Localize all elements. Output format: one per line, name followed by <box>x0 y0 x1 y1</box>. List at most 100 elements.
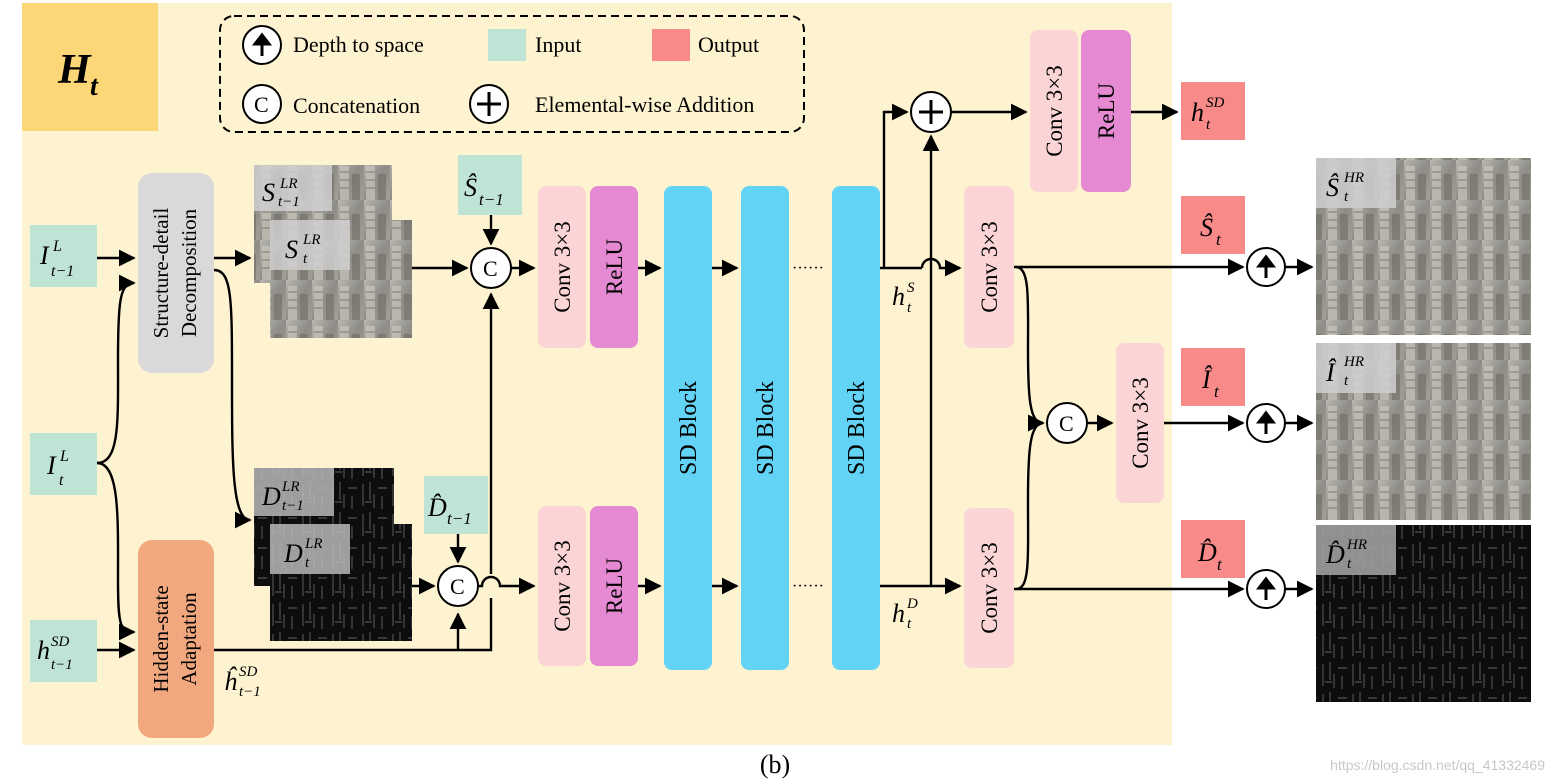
svg-text:HR: HR <box>1346 537 1367 553</box>
depth-to-space-i <box>1246 403 1286 443</box>
label-h-hat-prev: ĥ SD t−1 <box>224 664 261 700</box>
input-h-prev: h SD t−1 <box>30 620 97 682</box>
svg-text:h: h <box>892 282 905 311</box>
svg-text:LR: LR <box>279 176 298 192</box>
svg-text:Conv 3×3: Conv 3×3 <box>1128 377 1153 469</box>
input-i-t: I L t <box>30 433 97 495</box>
svg-text:C: C <box>483 256 498 281</box>
svg-text:ReLU: ReLU <box>602 239 627 296</box>
connections <box>96 103 1314 659</box>
sd-block-3: SD Block <box>832 186 880 670</box>
conv-d-out: Conv 3×3 <box>964 508 1014 668</box>
svg-text:SD Block: SD Block <box>753 381 779 475</box>
legend-frame <box>219 15 805 133</box>
hidden-state-adaptation: Hidden-state Adaptation <box>138 540 214 738</box>
dots-d: ······ <box>792 578 824 595</box>
svg-text:SD: SD <box>239 664 258 680</box>
output-h-sd: h SD t <box>1181 82 1245 140</box>
sd-block-1: SD Block <box>664 186 712 670</box>
svg-text:t: t <box>59 472 64 489</box>
legend-input-swatch <box>488 29 526 61</box>
svg-text:ĥ: ĥ <box>224 667 238 696</box>
svg-text:Conv 3×3: Conv 3×3 <box>550 540 575 632</box>
svg-text:S: S <box>262 178 275 207</box>
svg-text:L: L <box>52 238 62 255</box>
svg-text:Ŝ: Ŝ <box>464 173 477 202</box>
caption: (b) <box>760 750 790 779</box>
svg-text:HR: HR <box>1343 170 1364 186</box>
concat-node-i: C <box>1046 402 1088 444</box>
svg-text:t−1: t−1 <box>282 498 304 514</box>
svg-text:Conv 3×3: Conv 3×3 <box>550 221 575 313</box>
svg-text:C: C <box>450 574 465 599</box>
output-s-hat: Ŝ t <box>1181 196 1245 254</box>
svg-text:t−1: t−1 <box>51 263 74 280</box>
svg-text:L: L <box>59 448 69 465</box>
sdd-line2: Decomposition <box>177 208 201 337</box>
relu-d: ReLU <box>590 506 638 666</box>
svg-text:t−1: t−1 <box>447 509 472 528</box>
svg-text:ReLU: ReLU <box>1094 83 1119 140</box>
d-lr-images: D LR t−1 D LR t <box>254 468 412 641</box>
depth-to-space-s <box>1246 247 1286 287</box>
legend-concat-label: Concatenation <box>293 93 420 118</box>
title-h: H <box>57 47 92 93</box>
svg-text:LR: LR <box>304 536 323 552</box>
legend-concat-symbol: C <box>254 92 269 117</box>
s-lr-images: S LR t−1 S LR t <box>254 165 412 338</box>
conv-s: Conv 3×3 <box>538 186 586 348</box>
svg-text:D: D <box>906 596 918 612</box>
output-i-hat: Î t <box>1181 348 1245 406</box>
legend-output-label: Output <box>698 32 759 57</box>
legend: Depth to space Input Output C Concatenat… <box>219 15 805 133</box>
d-hr-image: D̂ HR t <box>1316 525 1531 702</box>
input-i-prev: I L t−1 <box>30 225 97 287</box>
svg-text:t: t <box>1216 230 1222 249</box>
svg-text:t−1: t−1 <box>239 684 261 700</box>
svg-text:SD Block: SD Block <box>844 381 870 475</box>
svg-text:Conv 3×3: Conv 3×3 <box>977 542 1002 634</box>
svg-text:LR: LR <box>281 479 300 495</box>
svg-text:Conv 3×3: Conv 3×3 <box>977 221 1002 313</box>
svg-text:t: t <box>907 616 912 632</box>
concat-node-s: C <box>470 247 512 289</box>
svg-text:t−1: t−1 <box>278 194 300 210</box>
svg-text:Ŝ: Ŝ <box>1200 213 1213 242</box>
label-h-s: h S t <box>892 280 915 316</box>
conv-h-out: Conv 3×3 <box>1030 30 1078 192</box>
svg-text:t: t <box>1347 556 1352 572</box>
label-h-d: h D t <box>892 596 918 632</box>
i-hr-image: Î HR t <box>1316 343 1531 520</box>
svg-text:D̂: D̂ <box>1325 540 1345 569</box>
svg-text:SD: SD <box>1206 95 1225 111</box>
input-s-prev-hat: Ŝ t−1 <box>458 155 522 215</box>
svg-text:t: t <box>1214 382 1220 401</box>
s-hr-image: Ŝ HR t <box>1316 158 1531 335</box>
legend-output-swatch <box>652 29 690 61</box>
svg-text:t−1: t−1 <box>51 657 73 673</box>
relu-s: ReLU <box>590 186 638 348</box>
depth-to-space-d <box>1246 569 1286 609</box>
conv-i-out: Conv 3×3 <box>1116 343 1164 503</box>
svg-text:h: h <box>892 599 905 628</box>
svg-text:LR: LR <box>302 232 321 248</box>
svg-text:ReLU: ReLU <box>602 558 627 615</box>
title-box: H t <box>22 3 158 131</box>
legend-depth-label: Depth to space <box>293 32 424 57</box>
structure-detail-decomposition: Structure-detail Decomposition <box>138 173 214 373</box>
svg-text:Conv 3×3: Conv 3×3 <box>1042 65 1067 157</box>
svg-text:SD: SD <box>51 634 70 650</box>
conv-d: Conv 3×3 <box>538 506 586 666</box>
svg-text:Ŝ: Ŝ <box>1326 173 1339 202</box>
svg-text:t−1: t−1 <box>479 190 504 209</box>
hsa-line1: Hidden-state <box>149 585 173 692</box>
svg-text:Î: Î <box>1325 358 1337 387</box>
dots-s: ······ <box>792 260 824 277</box>
svg-text:D: D <box>261 482 281 511</box>
svg-text:C: C <box>1059 411 1074 436</box>
svg-text:h: h <box>37 636 50 665</box>
svg-text:I: I <box>39 241 50 270</box>
svg-text:SD Block: SD Block <box>676 381 702 475</box>
svg-text:S: S <box>907 280 915 296</box>
svg-text:D̂: D̂ <box>427 493 447 522</box>
